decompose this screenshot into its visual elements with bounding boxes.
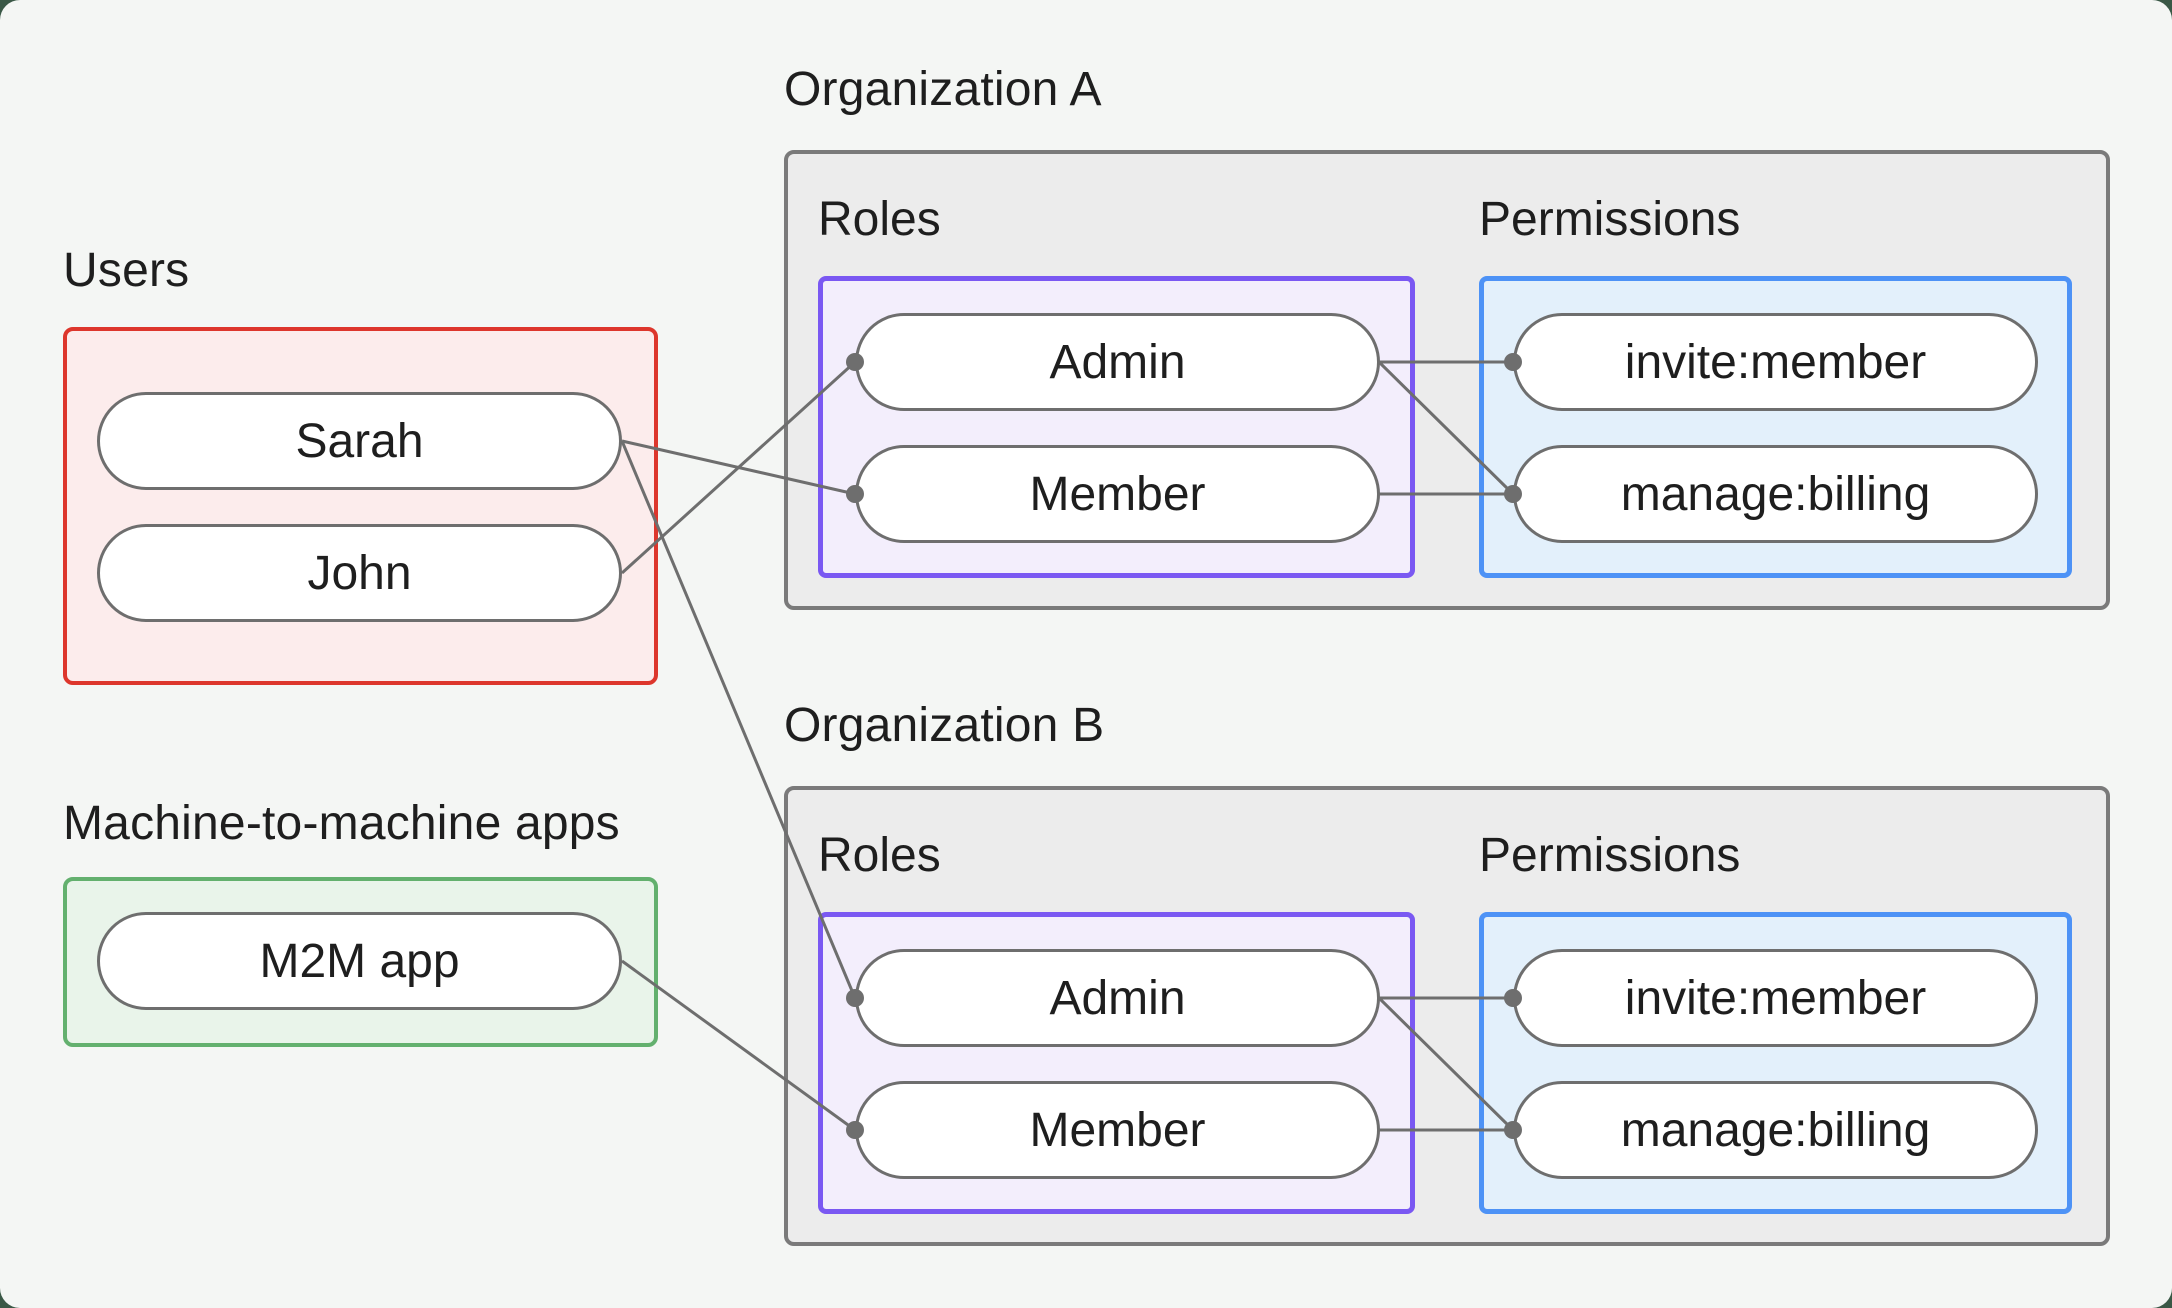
orgB-role-member-label: Member <box>1029 1103 1206 1157</box>
orgA-role-member-label: Member <box>1029 467 1206 521</box>
user-node-john-label: John <box>307 546 412 600</box>
orgA-title: Organization A <box>784 63 1102 116</box>
users-group-label: Users <box>63 244 190 297</box>
orgA-permissions-label: Permissions <box>1479 193 1741 246</box>
orgB-box: Roles Permissions Admin Member invite:me… <box>784 786 2110 1246</box>
orgB-permission-manage-billing: manage:billing <box>1513 1081 2038 1179</box>
orgA-role-admin: Admin <box>855 313 1380 411</box>
orgA-permissions-box: invite:member manage:billing <box>1479 276 2072 578</box>
user-node-john: John <box>97 524 622 622</box>
orgA-permission-manage-billing-label: manage:billing <box>1620 467 1931 521</box>
m2m-group-box: M2M app <box>63 877 658 1047</box>
m2m-group-label: Machine-to-machine apps <box>63 797 620 850</box>
orgA-role-member: Member <box>855 445 1380 543</box>
orgA-box: Roles Permissions Admin Member invite:me… <box>784 150 2110 610</box>
orgA-permission-invite-member: invite:member <box>1513 313 2038 411</box>
orgB-roles-box: Admin Member <box>818 912 1415 1214</box>
user-node-sarah: Sarah <box>97 392 622 490</box>
orgA-role-admin-label: Admin <box>1049 335 1186 389</box>
users-group-box: Sarah John <box>63 327 658 685</box>
orgB-title: Organization B <box>784 699 1105 752</box>
orgA-roles-box: Admin Member <box>818 276 1415 578</box>
user-node-sarah-label: Sarah <box>295 414 424 468</box>
m2m-app-node: M2M app <box>97 912 622 1010</box>
orgB-role-member: Member <box>855 1081 1380 1179</box>
orgB-roles-label: Roles <box>818 829 941 882</box>
orgB-permission-invite-member-label: invite:member <box>1624 971 1927 1025</box>
orgB-permission-invite-member: invite:member <box>1513 949 2038 1047</box>
m2m-app-node-label: M2M app <box>259 934 460 988</box>
orgB-permissions-label: Permissions <box>1479 829 1741 882</box>
orgA-roles-label: Roles <box>818 193 941 246</box>
orgB-role-admin: Admin <box>855 949 1380 1047</box>
orgB-role-admin-label: Admin <box>1049 971 1186 1025</box>
orgB-permissions-box: invite:member manage:billing <box>1479 912 2072 1214</box>
orgA-permission-manage-billing: manage:billing <box>1513 445 2038 543</box>
orgA-permission-invite-member-label: invite:member <box>1624 335 1927 389</box>
orgB-permission-manage-billing-label: manage:billing <box>1620 1103 1931 1157</box>
